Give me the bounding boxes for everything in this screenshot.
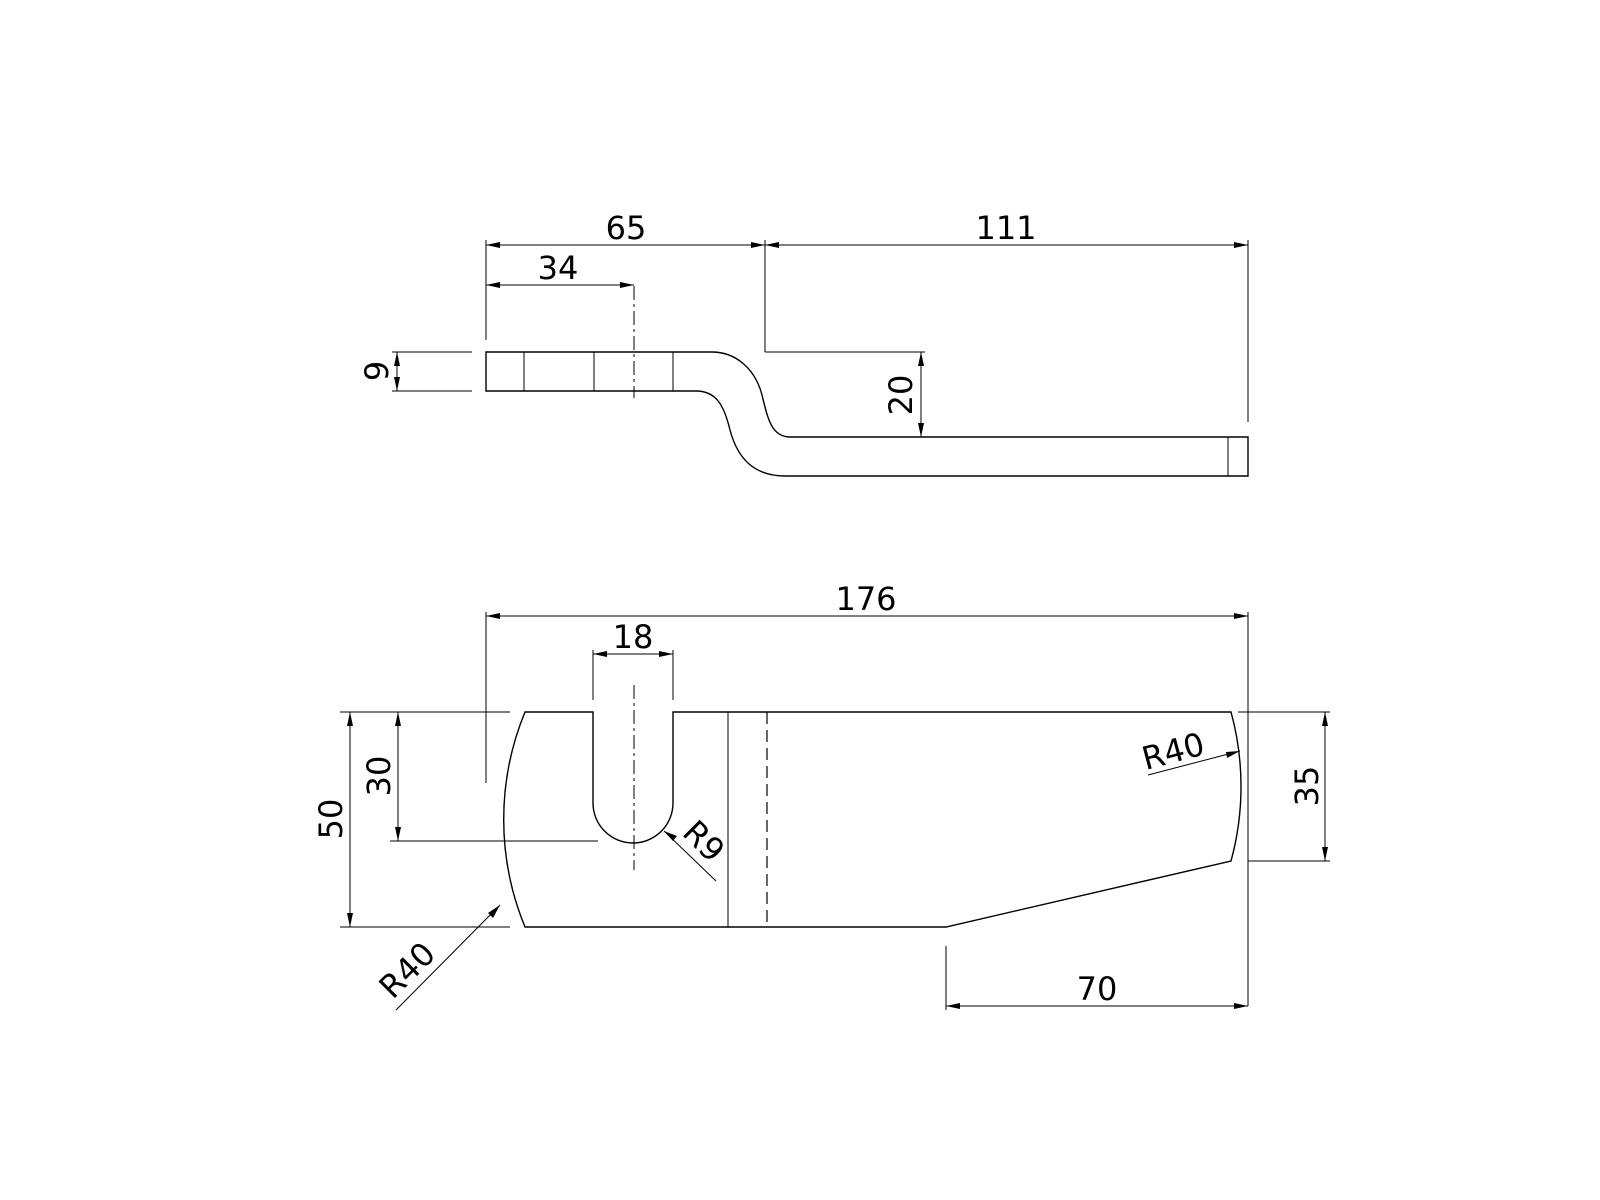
arrowhead: [1234, 1003, 1248, 1009]
arrowhead: [486, 613, 500, 619]
arrowhead: [1234, 242, 1248, 248]
radius-r40-left-label: R40: [372, 935, 443, 1006]
arrowhead: [751, 242, 765, 248]
dim-35-label: 35: [1288, 766, 1326, 807]
dim-176-label: 176: [835, 580, 896, 618]
radius-r40-right-label: R40: [1138, 725, 1209, 778]
dim-70-label: 70: [1077, 970, 1118, 1008]
arrowhead: [1322, 847, 1328, 861]
arrowhead: [918, 352, 924, 366]
side-view-outline: [485, 351, 1249, 477]
dim-50-label: 50: [312, 799, 350, 840]
arrowhead: [395, 827, 401, 841]
arrowhead: [347, 712, 353, 726]
arrowhead: [395, 712, 401, 726]
arrowhead: [488, 905, 500, 918]
top-view: 176 18 50 30 35 70 R9 R40: [312, 580, 1330, 1011]
side-view: 65 111 34 9 20: [358, 209, 1249, 477]
arrowhead: [486, 242, 500, 248]
arrowhead: [659, 651, 673, 657]
arrowhead: [1234, 613, 1248, 619]
arrowhead: [486, 282, 500, 288]
dim-30-label: 30: [360, 756, 398, 797]
dim-111-label: 111: [975, 209, 1036, 247]
arrowhead: [620, 282, 634, 288]
arrowhead: [347, 913, 353, 927]
arrowhead: [1226, 751, 1240, 758]
arrowhead: [1322, 712, 1328, 726]
dim-9-label: 9: [358, 361, 396, 381]
arrowhead: [765, 242, 779, 248]
dim-18-label: 18: [613, 618, 654, 656]
arrowhead: [918, 423, 924, 437]
arrowhead: [946, 1003, 960, 1009]
arrowhead: [394, 377, 400, 391]
arrowhead: [394, 352, 400, 366]
dim-34-label: 34: [538, 249, 579, 287]
arrowhead: [664, 831, 677, 841]
dim-20-label: 20: [882, 375, 920, 416]
radius-r9-label: R9: [675, 813, 732, 870]
leader-r40-left: [395, 904, 501, 1011]
arrowhead: [593, 651, 607, 657]
leader-r40-right: [1147, 750, 1241, 776]
top-view-outline: [503, 711, 1242, 928]
dim-65-label: 65: [606, 209, 647, 247]
